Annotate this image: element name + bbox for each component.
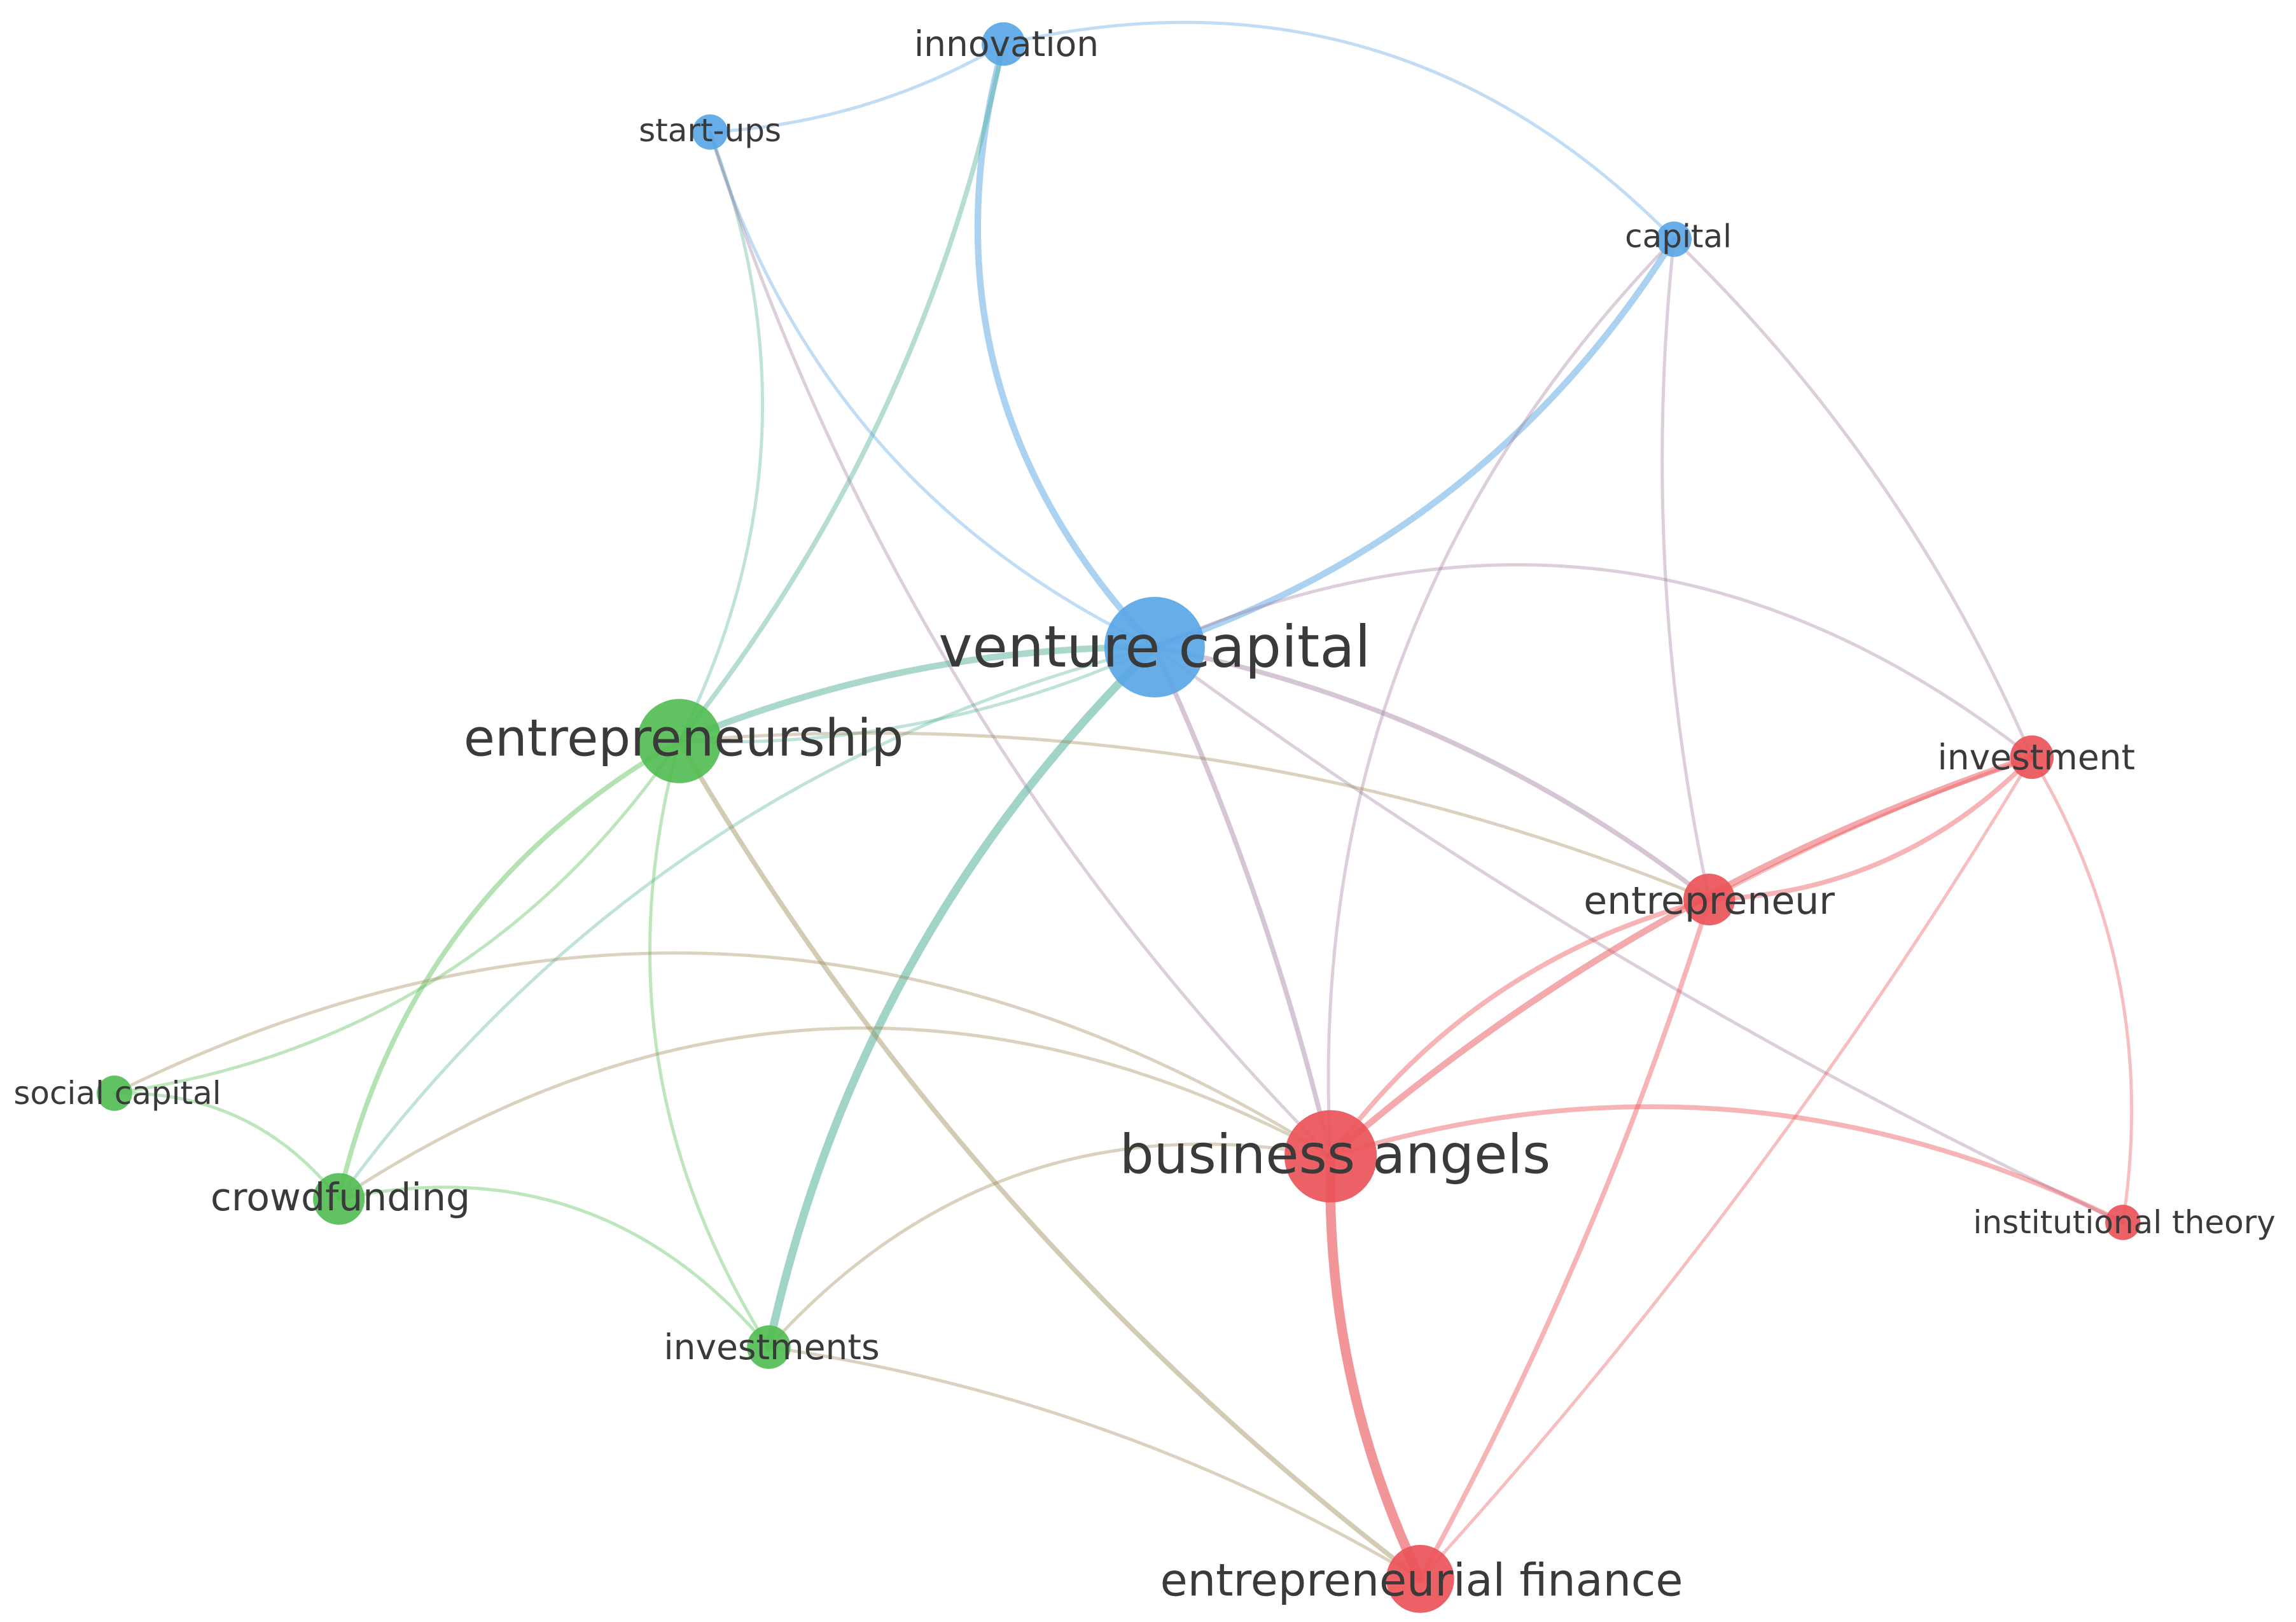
node-label-venture-capital: venture capital	[938, 614, 1370, 681]
node-label-start-ups: start-ups	[639, 112, 781, 149]
node-label-crowdfunding: crowdfunding	[211, 1175, 470, 1220]
link-start-ups-business-angels	[708, 130, 1333, 1158]
link-innovation-venture-capital	[974, 41, 1158, 651]
link-capital-investment	[1672, 237, 2034, 759]
node-label-investment: investment	[1938, 737, 2136, 778]
link-entrepreneur-entrepreneurial-finance	[1417, 897, 1712, 1582]
link-entrepreneurship-crowdfunding	[336, 738, 682, 1201]
link-innovation-capital	[1001, 20, 1676, 241]
link-start-ups-innovation	[708, 42, 1005, 134]
node-entrepreneurial-finance[interactable]	[1386, 1544, 1454, 1613]
node-social-capital[interactable]	[97, 1075, 132, 1111]
link-business-angels-institutional-theory	[1328, 1104, 2126, 1225]
node-label-business-angels: business angels	[1120, 1123, 1551, 1186]
node-venture-capital[interactable]	[1104, 597, 1205, 697]
link-venture-capital-crowdfunding	[337, 645, 1157, 1201]
link-business-angels-investment	[1327, 753, 2035, 1160]
node-innovation[interactable]	[982, 22, 1026, 66]
link-entrepreneurship-investments	[648, 739, 770, 1349]
link-venture-capital-business-angels	[1152, 645, 1333, 1159]
link-investments-business-angels	[767, 1142, 1333, 1349]
node-investments[interactable]	[747, 1325, 791, 1369]
node-investment[interactable]	[2010, 735, 2054, 780]
node-capital[interactable]	[1656, 221, 1692, 257]
node-institutional-theory[interactable]	[2105, 1205, 2141, 1240]
link-entrepreneurship-entrepreneur	[678, 731, 1711, 902]
link-capital-business-angels	[1326, 237, 1676, 1158]
link-entrepreneur-investment	[1706, 755, 2035, 902]
link-start-ups-venture-capital	[708, 130, 1157, 649]
node-label-social-capital: social capital	[13, 1075, 221, 1112]
node-label-entrepreneurship: entrepreneurship	[464, 709, 904, 768]
link-venture-capital-institutional-theory	[1153, 645, 2125, 1224]
link-social-capital-business-angels	[113, 951, 1333, 1158]
link-start-ups-entrepreneurship	[678, 130, 765, 743]
node-crowdfunding[interactable]	[313, 1173, 365, 1225]
link-business-angels-entrepreneurial-finance	[1325, 1151, 1425, 1584]
link-venture-capital-investments	[765, 643, 1159, 1352]
node-start-ups[interactable]	[692, 114, 728, 150]
labels-layer: innovation start-ups capital venture capita…	[13, 24, 2276, 1606]
node-label-institutional-theory: institutional theory	[1973, 1204, 2275, 1241]
link-venture-capital-investment	[1153, 563, 2034, 759]
link-innovation-entrepreneurship	[676, 41, 1006, 744]
link-entrepreneur-investment	[1708, 755, 2034, 902]
link-crowdfunding-investments	[337, 1185, 770, 1349]
link-business-angels-entrepreneur	[1328, 897, 1712, 1159]
node-label-innovation: innovation	[914, 24, 1099, 64]
nodes-layer	[97, 22, 2141, 1613]
link-entrepreneurship-entrepreneurial-finance	[676, 738, 1423, 1582]
links-layer	[113, 20, 2134, 1584]
link-entrepreneurship-social-capital	[113, 739, 681, 1095]
node-business-angels[interactable]	[1284, 1110, 1377, 1203]
link-capital-entrepreneur	[1660, 237, 1711, 902]
link-investments-entrepreneurial-finance	[767, 1345, 1422, 1581]
link-capital-venture-capital	[1151, 235, 1678, 651]
node-entrepreneur[interactable]	[1683, 874, 1736, 926]
node-label-entrepreneur: entrepreneur	[1583, 879, 1835, 923]
link-social-capital-crowdfunding	[113, 1091, 341, 1201]
node-label-investments: investments	[664, 1327, 879, 1367]
node-entrepreneurship[interactable]	[637, 699, 721, 783]
link-venture-capital-entrepreneurship	[676, 643, 1158, 745]
node-label-capital: capital	[1625, 218, 1732, 255]
link-investment-entrepreneurial-finance	[1418, 755, 2034, 1581]
link-investment-institutional-theory	[2030, 755, 2134, 1224]
node-label-entrepreneurial-finance: entrepreneurial finance	[1160, 1555, 1683, 1607]
link-crowdfunding-business-angels	[337, 1026, 1333, 1201]
link-venture-capital-entrepreneur	[1152, 645, 1712, 902]
link-venture-capital-entrepreneurship	[678, 645, 1157, 744]
